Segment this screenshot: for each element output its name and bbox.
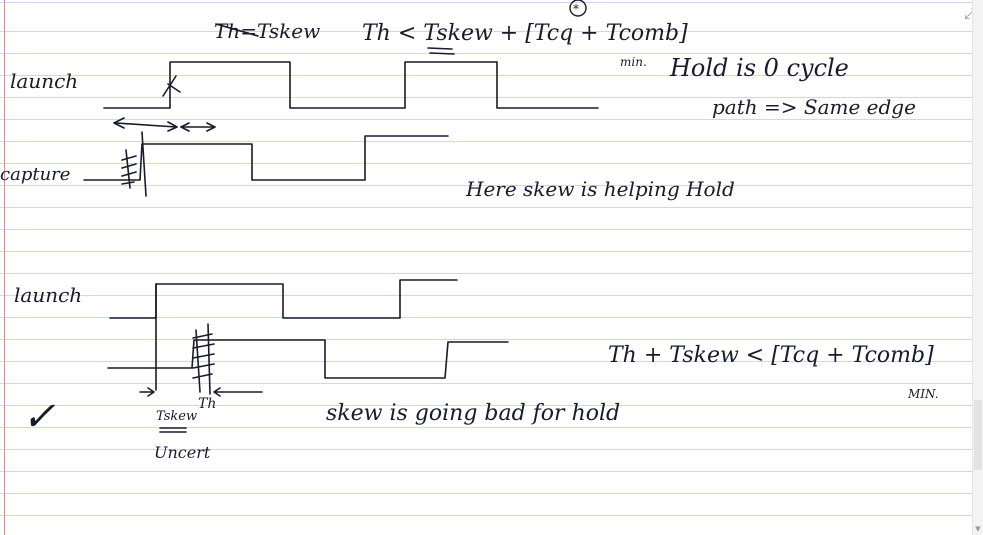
bottom-min-label: MIN. bbox=[907, 387, 939, 401]
underline-1 bbox=[427, 47, 453, 50]
tskew-arrow bbox=[139, 387, 155, 397]
top-min-label: min. bbox=[620, 55, 647, 69]
capture-waveform-2 bbox=[107, 339, 509, 379]
top-formula-left: Th=Tskew bbox=[214, 19, 320, 43]
capture-waveform-1 bbox=[83, 135, 449, 181]
hold-note-line2: path => Same edge bbox=[712, 95, 916, 119]
skew-arrow-heads-2 bbox=[180, 122, 216, 132]
formula-marker: * bbox=[573, 2, 579, 16]
check-mark: ✓ bbox=[22, 394, 56, 440]
capture-edge-line bbox=[141, 131, 147, 197]
wave2-launch-label: launch bbox=[14, 283, 82, 307]
skew-arrow-heads-1 bbox=[113, 117, 178, 132]
tskew-label: Tskew bbox=[156, 409, 197, 424]
underline-2 bbox=[429, 52, 455, 55]
uncert-label: Uncert bbox=[154, 443, 211, 462]
scrollbar-thumb[interactable] bbox=[974, 400, 982, 470]
strike-line bbox=[215, 23, 259, 37]
th-arrow bbox=[213, 387, 263, 397]
skew-arrow-1 bbox=[115, 122, 177, 128]
expand-icon[interactable]: ⤢ bbox=[964, 6, 976, 22]
th-label: Th bbox=[198, 396, 216, 412]
vertical-scrollbar[interactable]: ▼ bbox=[972, 0, 983, 535]
bottom-formula: Th + Tskew < [Tcq + Tcomb] bbox=[608, 343, 934, 368]
hold-note-line1: Hold is 0 cycle bbox=[669, 54, 849, 82]
capture-hatch-2 bbox=[192, 329, 215, 393]
top-formula: Th < Tskew + [Tcq + Tcomb] bbox=[362, 21, 688, 46]
wave1-capture-label: capture bbox=[0, 164, 70, 185]
launch-waveform-1 bbox=[103, 61, 599, 109]
skew-bad-note: skew is going bad for hold bbox=[326, 401, 620, 426]
skew-helping-note: Here skew is helping Hold bbox=[465, 177, 735, 201]
launch-waveform-2 bbox=[109, 279, 458, 319]
capture-edge-line-2 bbox=[207, 323, 211, 395]
scroll-down-arrow-icon[interactable]: ▼ bbox=[975, 525, 981, 533]
margin-line bbox=[4, 0, 5, 535]
launch-edge-mark bbox=[162, 75, 181, 97]
capture-hatch-1 bbox=[121, 149, 137, 189]
marker-circle bbox=[569, 0, 587, 17]
wave1-launch-label: launch bbox=[10, 69, 78, 93]
